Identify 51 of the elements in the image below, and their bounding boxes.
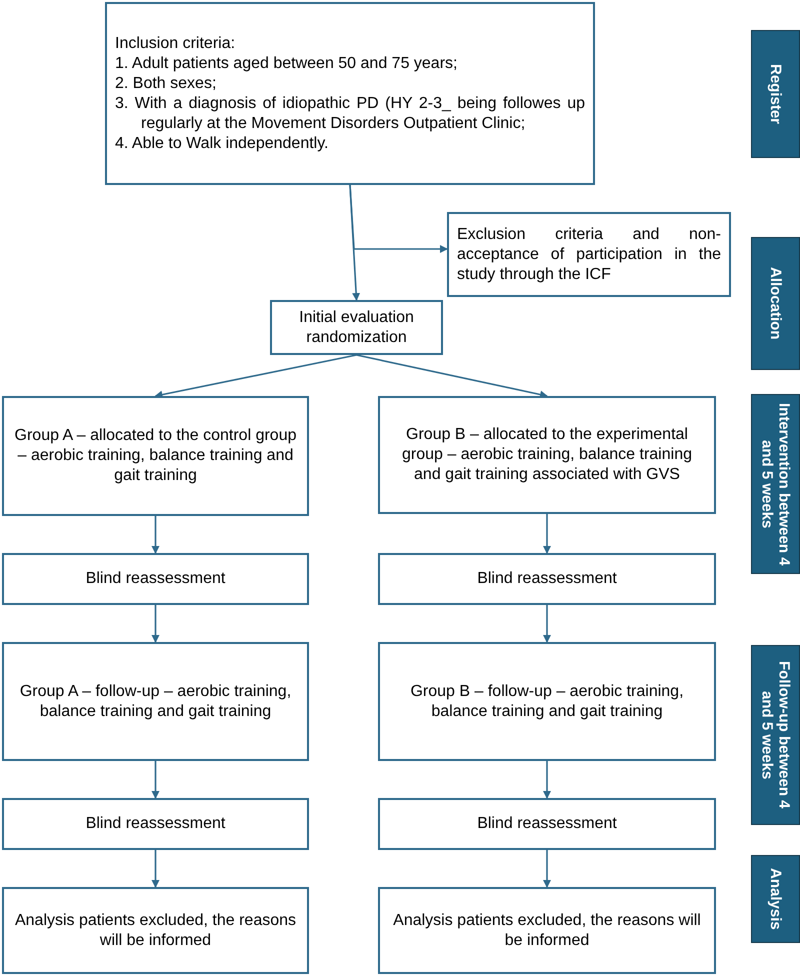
arrow	[543, 761, 551, 799]
process-box	[378, 642, 716, 761]
box-text: Group B – follow-up – aerobic training, balance training and gait training	[409, 682, 685, 722]
box-text: Exclusion criteria and non-acceptance of participation in the study through the ICF	[457, 224, 721, 284]
stage-label: Intervention between 4 and 5 weeks	[758, 402, 792, 568]
criteria-item: 3. With a diagnosis of idiopathic PD (HY 2-3_ being followes up regularly at the Movement Disorders Outpatient Clinic;	[115, 94, 585, 134]
stage-label: Analysis	[767, 868, 784, 930]
arrow	[543, 605, 551, 643]
arrow	[543, 514, 551, 554]
process-box	[2, 887, 309, 974]
stage-band	[751, 30, 800, 158]
process-box	[105, 2, 595, 185]
box-heading: Inclusion criteria:	[115, 34, 236, 54]
arrow	[152, 850, 160, 888]
arrow	[152, 516, 160, 554]
process-box	[2, 798, 309, 850]
process-box	[270, 300, 443, 355]
process-box	[2, 642, 309, 761]
criteria-item: 1. Adult patients aged between 50 and 75 years;	[115, 54, 458, 74]
arrow	[543, 850, 551, 888]
stage-band	[751, 855, 800, 943]
box-text: Blind reassessment	[86, 814, 226, 834]
process-box	[447, 212, 731, 297]
stage-label: Register	[767, 64, 784, 124]
stage-label: Allocation	[767, 267, 784, 340]
box-text: Group A – allocated to the control group – aerobic training, balance training and gait training	[14, 426, 298, 486]
arrow	[152, 761, 160, 799]
box-text: Group A – follow-up – aerobic training, balance training and gait training	[18, 682, 292, 722]
process-box	[2, 396, 309, 516]
stage-label: Follow-up between 4 and 5 weeks	[758, 660, 792, 811]
box-text: Analysis patients excluded, the reasons will be informed	[14, 910, 298, 950]
stage-band	[751, 645, 800, 825]
arrow	[356, 354, 548, 398]
box-text: Initial evaluation randomization	[298, 308, 415, 348]
box-text: Blind reassessment	[477, 814, 617, 834]
criteria-item: 2. Both sexes;	[115, 74, 218, 94]
process-box	[378, 798, 716, 850]
criteria-item: 4. Able to Walk independently.	[115, 134, 330, 154]
process-box	[378, 396, 716, 514]
stage-band	[751, 394, 800, 574]
box-text: Blind reassessment	[477, 569, 617, 589]
box-text: Analysis patients excluded, the reasons will be informed	[392, 910, 702, 950]
process-box	[2, 553, 309, 605]
box-text: Group B – allocated to the experimental group – aerobic training, balance training and gait training associated with GVS	[401, 425, 693, 485]
arrow	[349, 184, 448, 253]
process-box	[378, 887, 716, 974]
arrow	[154, 354, 357, 399]
box-text: Blind reassessment	[86, 569, 226, 589]
stage-band	[751, 237, 800, 370]
process-box	[378, 553, 716, 605]
arrow	[152, 605, 160, 643]
